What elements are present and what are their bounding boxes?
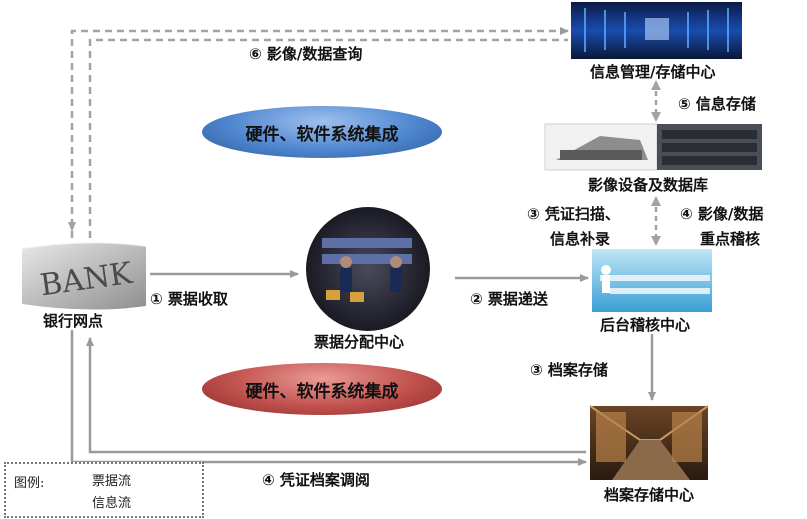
flow5-label: ⑤ 信息存储 — [678, 95, 756, 113]
flow4-arrow — [86, 337, 586, 454]
imaging-image — [544, 123, 762, 171]
flow3-store-label: ③ 档案存储 — [530, 361, 608, 379]
flow4-retrieve-label: ④ 凭证档案调阅 — [262, 471, 370, 489]
integration-ellipse-bottom: 硬件、软件系统集成 — [202, 363, 442, 415]
sorting-label: 票据分配中心 — [314, 333, 405, 351]
archive-label: 档案存储中心 — [604, 486, 695, 504]
legend: 图例: 票据流 信息流 — [4, 462, 204, 518]
flow3-scan-label-line2: 信息补录 — [550, 230, 611, 248]
backoffice-image — [592, 249, 712, 312]
datacenter-label: 信息管理/存储中心 — [590, 63, 716, 81]
sorting-image — [306, 207, 430, 331]
integration-ellipse-top: 硬件、软件系统集成 — [202, 106, 442, 158]
flow6-dashed-arrow — [70, 27, 569, 238]
flow6-label: ⑥ 影像/数据查询 — [249, 45, 363, 63]
datacenter-image — [571, 2, 742, 59]
flow6-arrowhead — [68, 222, 76, 232]
integration-bottom-label: 硬件、软件系统集成 — [245, 381, 399, 402]
integration-top-label: 硬件、软件系统集成 — [245, 124, 399, 145]
imaging-label: 影像设备及数据库 — [588, 176, 709, 194]
backoffice-label: 后台稽核中心 — [600, 316, 691, 334]
flow3-scan-label-line1: ③ 凭证扫描、 — [527, 205, 620, 223]
flow2-label: ② 票据递送 — [470, 290, 548, 308]
archive-image — [589, 405, 709, 480]
flow4-check-label-line1: ④ 影像/数据 — [680, 205, 764, 223]
legend-title: 图例: — [14, 476, 45, 491]
flow4-check-label-line2: 重点稽核 — [700, 230, 761, 248]
bank-label: 银行网点 — [43, 312, 104, 330]
flow1-label: ① 票据收取 — [150, 290, 228, 308]
legend-solid-label: 票据流 — [92, 474, 132, 489]
flow6-dashed-return — [88, 38, 568, 238]
bank-image — [21, 241, 147, 310]
legend-dashed-label: 信息流 — [92, 496, 132, 511]
